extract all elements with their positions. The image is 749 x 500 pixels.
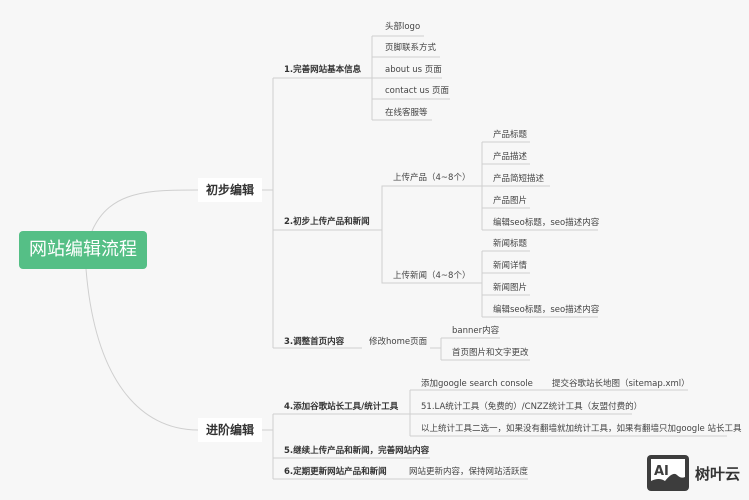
upload-products-node[interactable]: 上传产品（4~8个） xyxy=(393,173,471,183)
leaf-node[interactable]: 头部logo xyxy=(385,22,421,32)
leaf-node[interactable]: 提交谷歌站长地图（sitemap.xml） xyxy=(552,379,690,389)
leaf-node[interactable]: 页脚联系方式 xyxy=(385,43,437,53)
leaf-node[interactable]: 新闻标题 xyxy=(493,239,528,249)
step-4-node[interactable]: 4.添加谷歌站长工具/统计工具 xyxy=(284,402,399,412)
step-6-node[interactable]: 6.定期更新网站产品和新闻 xyxy=(284,467,387,477)
step-3-node[interactable]: 3.调整首页内容 xyxy=(284,337,345,347)
leaf-node[interactable]: 产品简短描述 xyxy=(493,174,545,184)
ai-image-icon: AI xyxy=(647,455,689,491)
leaf-node[interactable]: 新闻详情 xyxy=(493,261,528,271)
leaf-node[interactable]: 网站更新内容，保持网站活跃度 xyxy=(409,467,529,477)
leaf-node[interactable]: contact us 页面 xyxy=(385,86,450,96)
leaf-node[interactable]: 以上统计工具二选一，如果没有翻墙就加统计工具，如果有翻墙只加google 站长工… xyxy=(421,424,742,434)
leaf-node[interactable]: 产品图片 xyxy=(493,196,528,206)
branch-advanced-edit[interactable]: 进阶编辑 xyxy=(198,418,263,442)
step-5-node[interactable]: 5.继续上传产品和新闻，完善网站内容 xyxy=(284,446,430,456)
leaf-node[interactable]: 编辑seo标题，seo描述内容 xyxy=(493,218,600,228)
svg-text:AI: AI xyxy=(654,464,669,479)
upload-news-node[interactable]: 上传新闻（4~8个） xyxy=(393,271,471,281)
leaf-node[interactable]: 产品标题 xyxy=(493,130,528,140)
step-1-node[interactable]: 1.完善网站基本信息 xyxy=(284,65,362,75)
brand-name: 树叶云 xyxy=(695,464,741,483)
watermark-logo: AI 树叶云 xyxy=(647,455,740,491)
google-console-node[interactable]: 添加google search console xyxy=(421,379,533,389)
leaf-node[interactable]: 产品描述 xyxy=(493,152,528,162)
modify-home-node[interactable]: 修改home页面 xyxy=(369,337,428,347)
leaf-node[interactable]: 编辑seo标题，seo描述内容 xyxy=(493,305,600,315)
branch-initial-edit[interactable]: 初步编辑 xyxy=(198,178,263,202)
leaf-node[interactable]: 首页图片和文字更改 xyxy=(452,348,529,358)
leaf-node[interactable]: 在线客服等 xyxy=(385,108,428,118)
leaf-node[interactable]: about us 页面 xyxy=(385,65,442,75)
leaf-node[interactable]: 新闻图片 xyxy=(493,283,528,293)
root-node[interactable]: 网站编辑流程 xyxy=(19,231,147,269)
leaf-node[interactable]: banner内容 xyxy=(452,326,500,336)
step-2-node[interactable]: 2.初步上传产品和新闻 xyxy=(284,217,370,227)
leaf-node[interactable]: 51.LA统计工具（免费的）/CNZZ统计工具（友盟付费的） xyxy=(421,402,643,412)
